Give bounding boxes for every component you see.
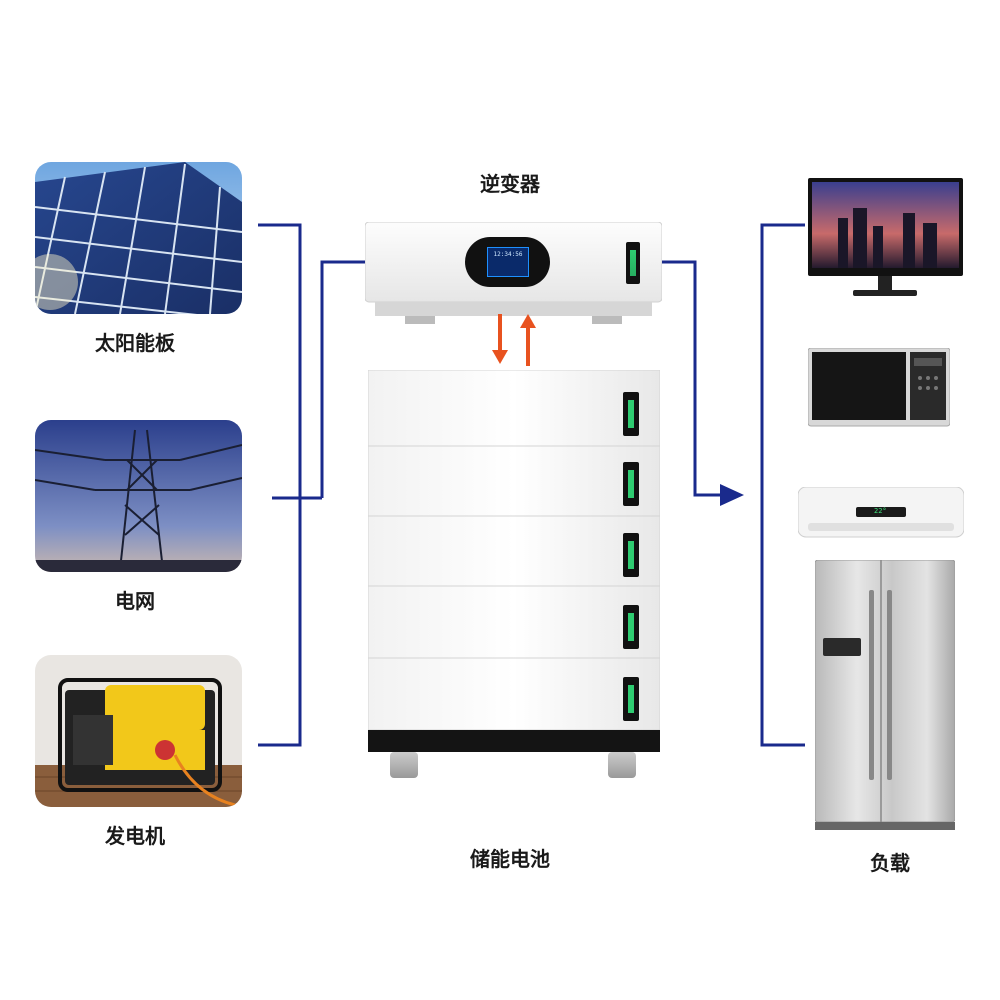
ac-display-text: 22° — [874, 507, 887, 515]
inverter-label: 逆变器 — [440, 168, 580, 197]
inverter-output-line — [662, 262, 722, 495]
battery-module-indicator — [623, 533, 639, 577]
output-arrow-head — [720, 484, 744, 506]
battery-module-indicator — [623, 605, 639, 649]
flow-arrows — [485, 310, 545, 370]
up-arrow-shaft — [526, 326, 530, 366]
microwave-image — [808, 348, 950, 430]
battery-base — [368, 730, 660, 752]
right-bracket-line — [762, 225, 805, 745]
left-bracket-line — [258, 225, 300, 745]
battery-stack — [368, 370, 660, 730]
solar-panel-label: 太阳能板 — [60, 327, 210, 356]
battery-module-indicator — [623, 677, 639, 721]
battery-wheel-right — [608, 752, 636, 778]
battery-wheel-left — [390, 752, 418, 778]
battery-label: 储能电池 — [440, 843, 580, 872]
inverter-screen-text: 12:34:56 — [488, 251, 528, 258]
inverter-screen: 12:34:56 — [487, 247, 529, 277]
up-arrow-head — [520, 314, 536, 328]
generator-image — [35, 655, 242, 807]
power-grid-label: 电网 — [60, 585, 210, 614]
air-conditioner-image: 22° — [798, 487, 964, 541]
generator-label: 发电机 — [60, 820, 210, 849]
solar-panel-image — [35, 162, 242, 314]
battery-module-indicator — [623, 392, 639, 436]
load-label: 负载 — [820, 847, 960, 876]
down-arrow-head — [492, 350, 508, 364]
inverter-indicator — [626, 242, 640, 284]
down-arrow-shaft — [498, 314, 502, 352]
inverter-input-line — [322, 262, 365, 498]
power-grid-image — [35, 420, 242, 572]
inverter-display: 12:34:56 — [465, 237, 550, 287]
tv-monitor-image — [808, 178, 963, 300]
refrigerator-image — [815, 560, 955, 830]
battery-module-indicator — [623, 462, 639, 506]
